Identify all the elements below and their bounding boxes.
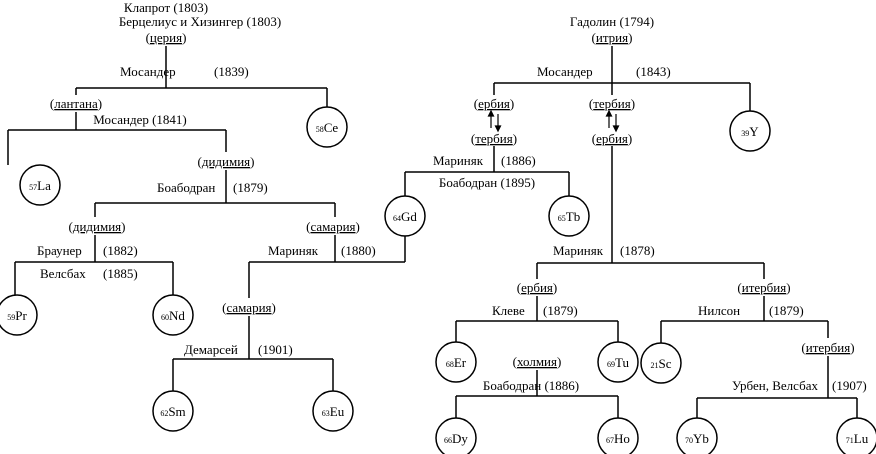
element-circle-ho <box>597 417 639 454</box>
discovery-welsbach-1885-year: (1885) <box>103 266 138 281</box>
discovery-boisbaudran-1879-year: (1879) <box>233 180 268 195</box>
discovery-mosander-1839-name: Мосандер <box>120 64 176 79</box>
element-circle-ce <box>306 106 348 148</box>
compound-terbia-2: (тербия) <box>471 131 517 146</box>
compound-terbia: (тербия) <box>589 96 635 111</box>
element-pr: 59Pr <box>7 308 27 323</box>
element-circle-sm <box>152 390 194 432</box>
element-lu: 71Lu <box>846 431 869 446</box>
discoverer-klaproth: Клапрот (1803) <box>124 0 208 15</box>
compound-erbia-3: (ербия) <box>517 280 558 295</box>
element-sm: 62Sm <box>160 404 185 419</box>
discovery-cleve-1879-name: Клеве <box>492 303 525 318</box>
element-gd: 64Gd <box>393 209 417 224</box>
discovery-mosander-1839-year: (1839) <box>214 64 249 79</box>
rename-arrows-right <box>605 109 620 133</box>
element-dy: 66Dy <box>444 431 468 446</box>
element-sc: 21Sc <box>651 356 672 371</box>
element-circle-la <box>19 164 61 206</box>
element-circle-pr <box>0 294 38 336</box>
element-eu: 63Eu <box>322 404 345 419</box>
element-la: 57La <box>29 178 51 193</box>
discovery-boisbaudran-1895: Боабодран (1895) <box>439 175 535 190</box>
discovery-marignac-1880-year: (1880) <box>341 243 376 258</box>
element-er: 68Er <box>446 355 467 370</box>
element-circle-tb <box>548 195 590 237</box>
compound-ceria: (церия) <box>146 30 187 45</box>
discovery-nilson-1879-year: (1879) <box>769 303 804 318</box>
discoverer-berzelius-hisinger: Берцелиус и Хизингер (1803) <box>119 14 281 29</box>
discovery-brauner-1882-name: Браунер <box>37 243 82 258</box>
element-circle-er <box>435 341 477 383</box>
discoverer-gadolin: Гадолин (1794) <box>570 14 654 29</box>
element-circle-yb <box>676 417 718 454</box>
element-circle-sc <box>640 342 682 384</box>
discovery-boisbaudran-1879-name: Боабодран <box>157 180 215 195</box>
tree-connectors <box>7 46 858 420</box>
element-circles <box>0 106 876 454</box>
element-circle-lu <box>836 417 876 454</box>
compound-didymia: (дидимия) <box>198 154 255 169</box>
rename-arrows-left <box>487 109 502 133</box>
element-circle-nd <box>152 294 194 336</box>
element-circle-gd <box>384 195 426 237</box>
discovery-demarcay-1901-year: (1901) <box>258 342 293 357</box>
element-ce: 58Ce <box>316 120 339 135</box>
discovery-brauner-1882-year: (1882) <box>103 243 138 258</box>
element-circle-eu <box>312 390 354 432</box>
element-yb: 70Yb <box>685 431 709 446</box>
discovery-mosander-1843-year: (1843) <box>636 64 671 79</box>
compound-lanthana: (лантана) <box>50 96 102 111</box>
discovery-urbain-welsbach-1907-year: (1907) <box>832 378 867 393</box>
compound-erbia: (ербия) <box>474 96 515 111</box>
element-circle-tu <box>597 341 639 383</box>
discovery-nilson-1879-name: Нилсон <box>698 303 740 318</box>
discovery-marignac-1886-year: (1886) <box>501 153 536 168</box>
discovery-marignac-1880-name: Мариняк <box>268 243 319 258</box>
discovery-marignac-1878-year: (1878) <box>620 243 655 258</box>
compound-samaria: (самария) <box>306 219 360 234</box>
compound-ytterbia: (итербия) <box>737 280 790 295</box>
discovery-marignac-1878-name: Мариняк <box>553 243 604 258</box>
compound-ytterbia-2: (итербия) <box>801 340 854 355</box>
compound-holmia: (холмия) <box>513 354 562 369</box>
discovery-welsbach-1885-name: Велсбах <box>40 266 86 281</box>
element-nd: 60Nd <box>161 308 185 323</box>
compound-samaria-2: (самария) <box>222 300 276 315</box>
discovery-marignac-1886-name: Мариняк <box>433 153 484 168</box>
element-circle-dy <box>435 417 477 454</box>
element-y: 39Y <box>741 124 759 139</box>
discovery-urbain-welsbach-1907-name: Урбен, Велсбах <box>732 378 818 393</box>
element-ho: 67Ho <box>606 431 630 446</box>
element-circle-y <box>729 110 771 152</box>
compound-didymia-2: (дидимия) <box>69 219 126 234</box>
discovery-cleve-1879-year: (1879) <box>543 303 578 318</box>
element-tu: 69Tu <box>607 355 629 370</box>
compound-yttria: (итрия) <box>592 30 633 45</box>
compound-erbia-2: (ербия) <box>592 131 633 146</box>
discovery-mosander-1841: Мосандер (1841) <box>93 112 187 127</box>
element-tb: 65Tb <box>558 209 580 224</box>
discovery-boisbaudran-1886: Боабодран (1886) <box>483 378 579 393</box>
discovery-demarcay-1901-name: Демарсей <box>184 342 238 357</box>
discovery-mosander-1843-name: Мосандер <box>537 64 593 79</box>
